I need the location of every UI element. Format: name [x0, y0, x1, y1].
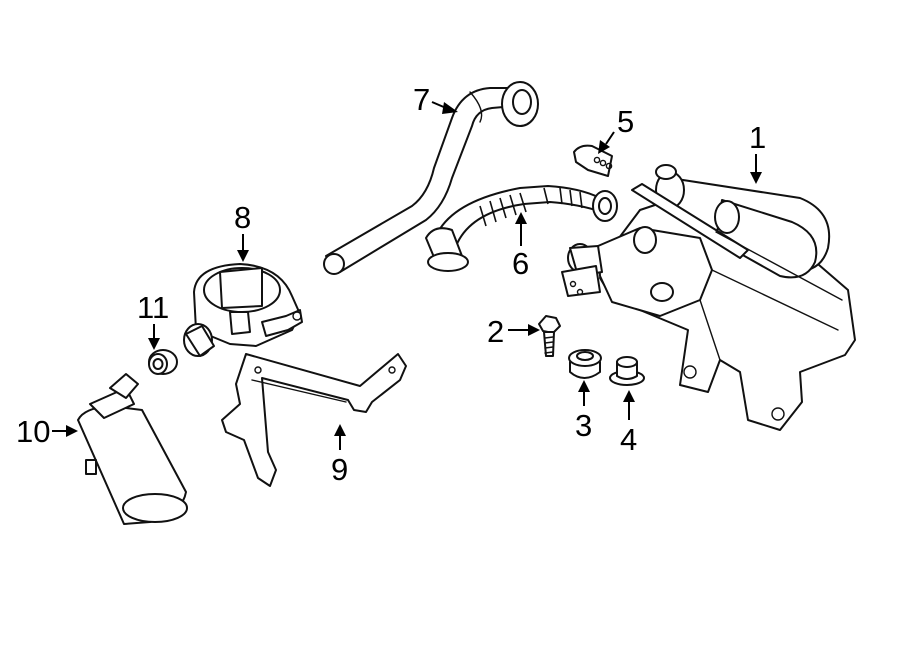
- callout-6-number: 6: [512, 246, 529, 281]
- callout-7: 7: [413, 82, 458, 117]
- callout-1-number: 1: [749, 120, 766, 155]
- part-3-grommet: [568, 349, 602, 379]
- part-9-bracket: [221, 353, 407, 487]
- callout-11-arrowhead: [148, 338, 160, 350]
- part-6-vent-hose: [425, 185, 618, 272]
- callout-3-number: 3: [575, 408, 592, 443]
- callout-1-arrowhead: [750, 172, 762, 184]
- callout-5-number: 5: [617, 104, 634, 139]
- callout-10-number: 10: [16, 414, 50, 449]
- callout-6: 6: [512, 212, 529, 281]
- callout-8: 8: [234, 200, 251, 262]
- part-2-bolt: [538, 315, 561, 357]
- callout-10-arrowhead: [66, 425, 78, 437]
- callout-4-arrowhead: [623, 390, 635, 402]
- callout-10: 10: [16, 414, 78, 449]
- part-7-formed-hose: [323, 81, 539, 275]
- part-8-valve: [183, 263, 303, 357]
- callout-8-arrowhead: [237, 250, 249, 262]
- callout-2-arrowhead: [528, 324, 540, 336]
- callout-6-arrowhead: [515, 212, 527, 224]
- callout-4-number: 4: [620, 422, 637, 457]
- callout-7-arrowhead: [442, 102, 458, 114]
- part-5-connector: [573, 144, 613, 177]
- callout-5-leader: [605, 131, 615, 145]
- callout-2-number: 2: [487, 314, 504, 349]
- callout-5-arrowhead: [598, 140, 610, 154]
- callout-1: 1: [749, 120, 766, 184]
- callout-3-arrowhead: [578, 380, 590, 392]
- callout-11-number: 11: [137, 290, 169, 325]
- callout-3: 3: [575, 380, 592, 443]
- part-4-bushing: [609, 356, 645, 386]
- part-1-canister-assembly: [561, 164, 856, 431]
- callout-9-arrowhead: [334, 424, 346, 436]
- callout-11: 11: [137, 290, 169, 350]
- callout-4: 4: [620, 390, 637, 457]
- callout-2: 2: [487, 314, 540, 349]
- callout-5: 5: [598, 104, 634, 154]
- part-11-seal-ring: [148, 349, 178, 375]
- callout-8-number: 8: [234, 200, 251, 235]
- callout-9: 9: [331, 424, 348, 487]
- callout-9-number: 9: [331, 452, 348, 487]
- callout-7-number: 7: [413, 82, 430, 117]
- part-10-filter: [77, 373, 188, 525]
